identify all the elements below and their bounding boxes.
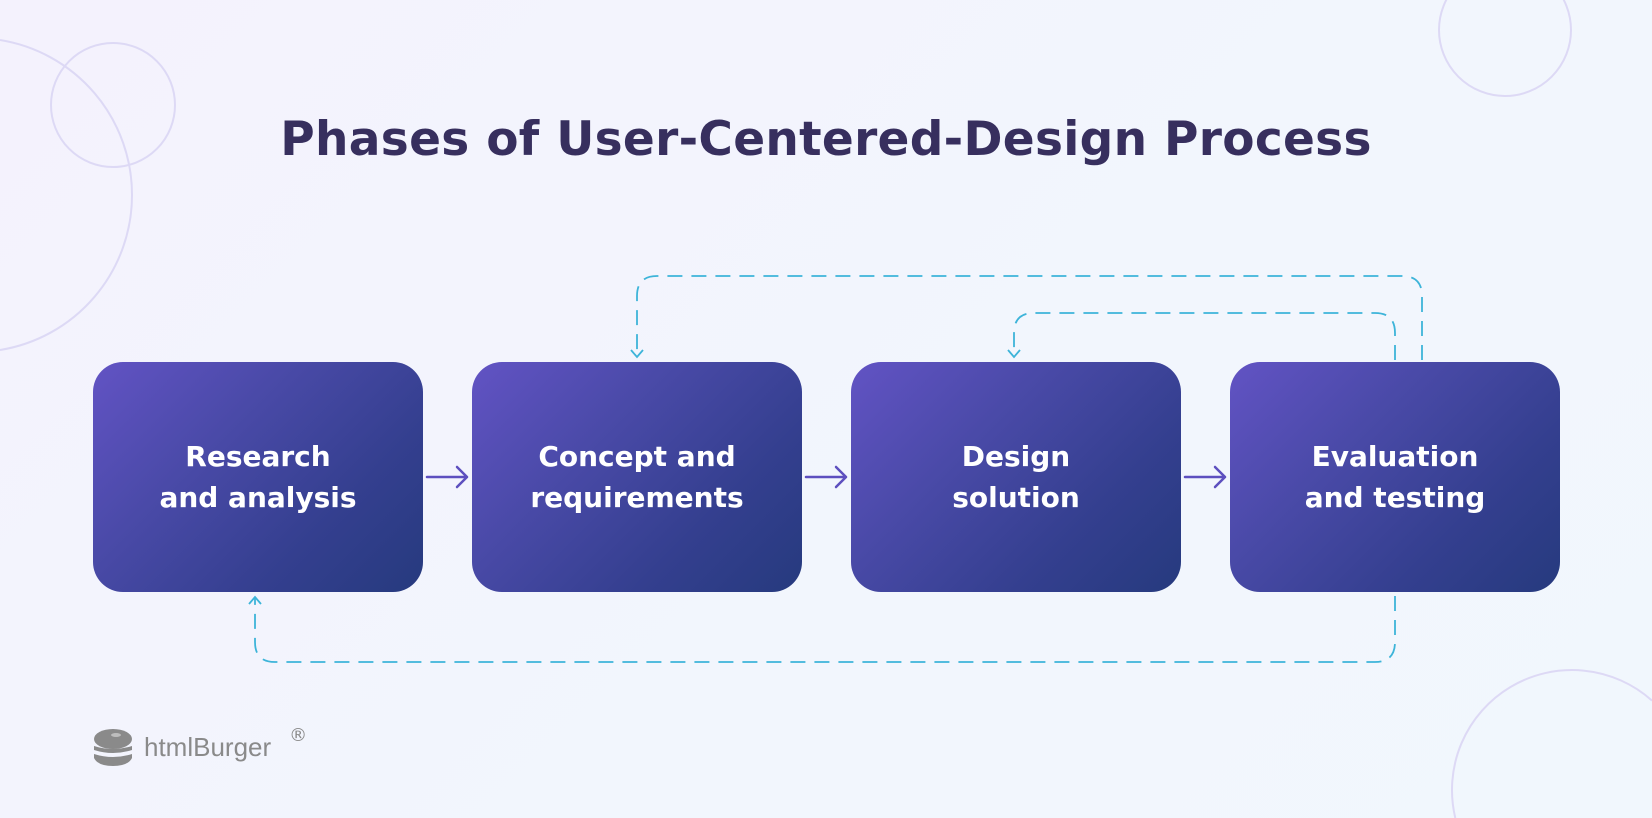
phase-evaluation: Evaluation and testing [1230,362,1560,592]
flow-arrow [425,465,469,489]
phase-label: and testing [1304,481,1486,514]
decor-circle [0,39,133,351]
feedback-loop-to-design [1013,312,1396,360]
logo-text: htmlBurger [144,731,272,762]
burger-icon [94,729,132,766]
page-title: Phases of User-Centered-Design Process [280,112,1372,167]
registered-mark: ® [289,724,308,746]
feedback-loop-to-concept [636,275,1423,360]
phase-label: Concept and [538,440,736,473]
decor-circle [50,42,176,168]
brand-logo: htmlBurger ® [92,724,308,768]
phase-label: Design [961,440,1071,473]
phase-label: Evaluation [1311,440,1479,473]
arrowhead-down-icon [630,349,644,359]
phase-label: requirements [530,481,744,514]
phase-label: solution [952,481,1080,514]
phase-design: Design solution [851,362,1181,592]
flow-arrow [804,465,848,489]
arrowhead-down-icon [1007,349,1021,359]
phase-label: and analysis [159,481,357,514]
phase-concept: Concept and requirements [472,362,802,592]
flow-arrow [1183,465,1227,489]
decor-circle [1451,669,1652,818]
phase-label: Research [185,440,331,473]
decor-circle [1438,0,1572,97]
phase-research: Research and analysis [93,362,423,592]
feedback-loop-to-research [254,596,1396,663]
arrowhead-up-icon [248,595,262,605]
